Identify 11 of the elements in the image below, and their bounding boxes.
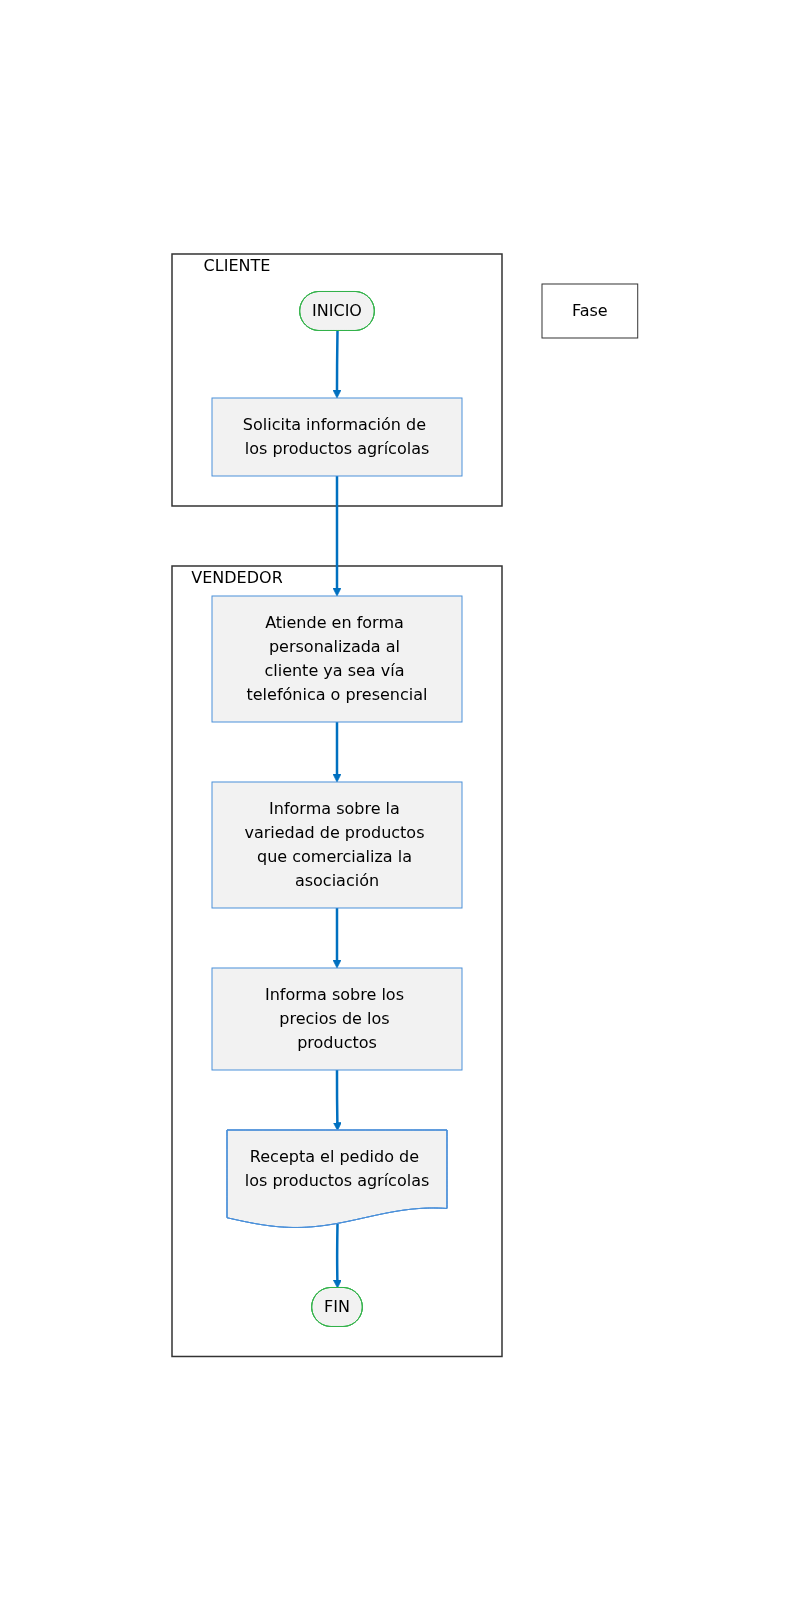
node-box: Fase xyxy=(541,283,639,339)
node-box: Informa sobre los precios de los productos xyxy=(211,967,463,1071)
arrow xyxy=(333,1069,342,1131)
arrow xyxy=(332,475,342,597)
arrow xyxy=(332,907,342,969)
node-box: Informa sobre la variedad de productos que comercializa la asociación xyxy=(211,781,463,909)
arrow xyxy=(332,330,342,399)
node-box: Atiende en forma personalizada al cliente ya sea vía telefónica o presencial xyxy=(211,595,463,723)
node-box: Solicita información de los productos agrícolas xyxy=(211,397,463,477)
arrow xyxy=(333,1223,342,1289)
arrow xyxy=(332,721,342,783)
